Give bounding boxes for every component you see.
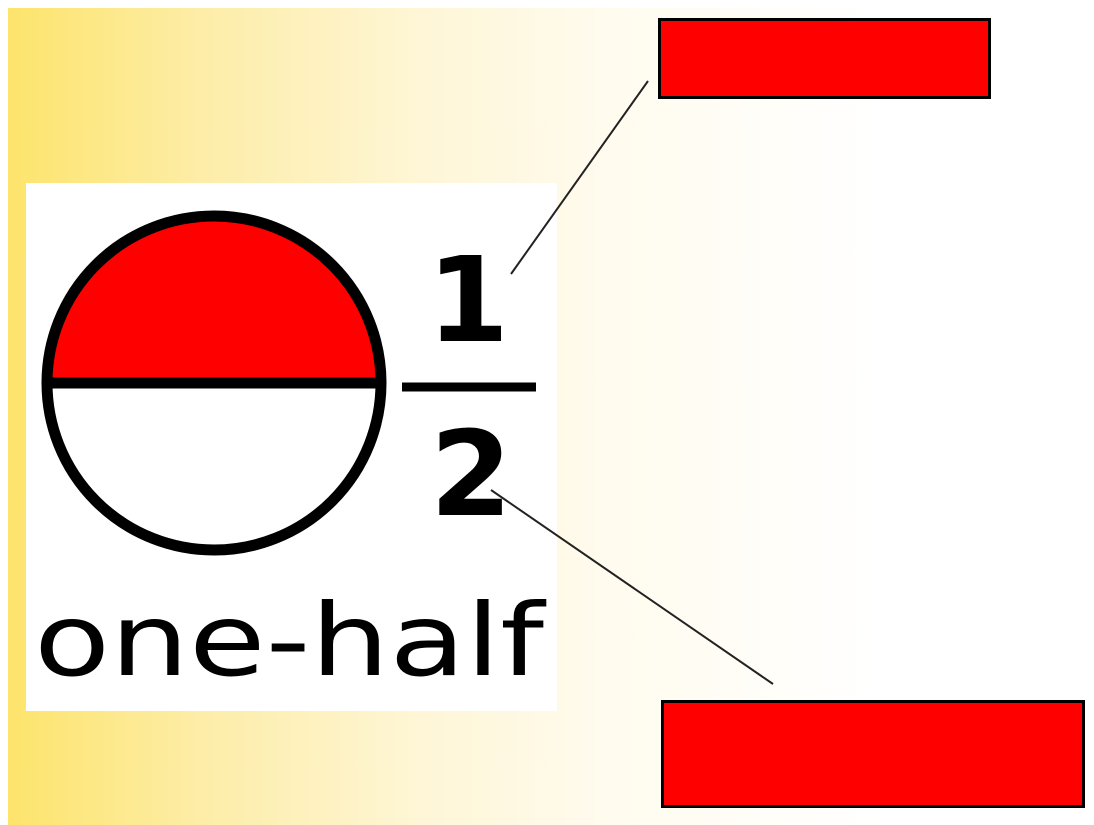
fraction-illustration-card: 1 2 one-half — [26, 183, 557, 711]
shaded-half — [47, 216, 381, 383]
denominator-leader-line — [490, 489, 774, 685]
numerator-leader-line — [510, 80, 649, 275]
fraction-word: one-half — [34, 582, 547, 699]
fraction-denominator: 2 — [430, 405, 512, 543]
numerator-label-box — [658, 18, 991, 99]
leader-lines — [490, 80, 774, 685]
fraction-illustration: 1 2 one-half — [34, 210, 547, 699]
denominator-label-box — [661, 700, 1085, 808]
slide-background: 1 2 one-half — [8, 8, 1094, 825]
fraction-numerator: 1 — [427, 231, 509, 369]
